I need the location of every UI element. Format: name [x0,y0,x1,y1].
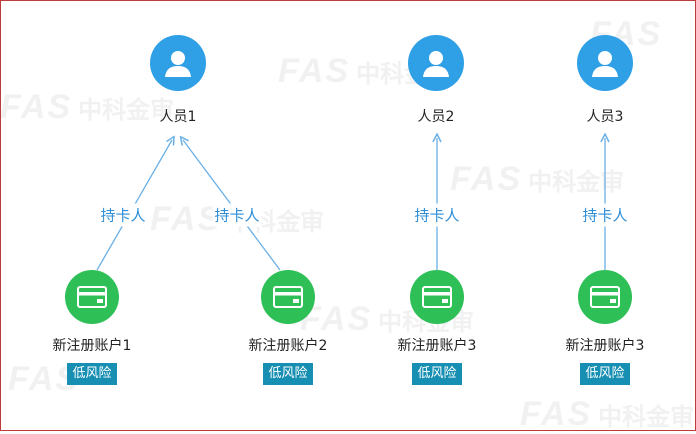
person-label: 人员1 [159,109,197,125]
card-icon [65,270,119,324]
risk-badge: 低风险 [263,363,313,385]
edge-label: 持卡人 [98,203,148,227]
card-icon [578,270,632,324]
card-icon [410,270,464,324]
account-label: 新注册账户1 [52,338,132,354]
person-label: 人员3 [586,109,624,125]
card-icon [261,270,315,324]
account-label: 新注册账户3 [565,338,645,354]
account-label: 新注册账户3 [397,338,477,354]
person-label: 人员2 [417,109,455,125]
user-icon [577,35,633,91]
edge-label: 持卡人 [212,203,262,227]
watermark: FAS [8,360,81,398]
user-icon [150,35,206,91]
edge-label: 持卡人 [580,203,630,227]
edge-label: 持卡人 [412,203,462,227]
account-label: 新注册账户2 [248,338,328,354]
risk-badge: 低风险 [67,363,117,385]
risk-badge: 低风险 [412,363,462,385]
user-icon [408,35,464,91]
risk-badge: 低风险 [580,363,630,385]
